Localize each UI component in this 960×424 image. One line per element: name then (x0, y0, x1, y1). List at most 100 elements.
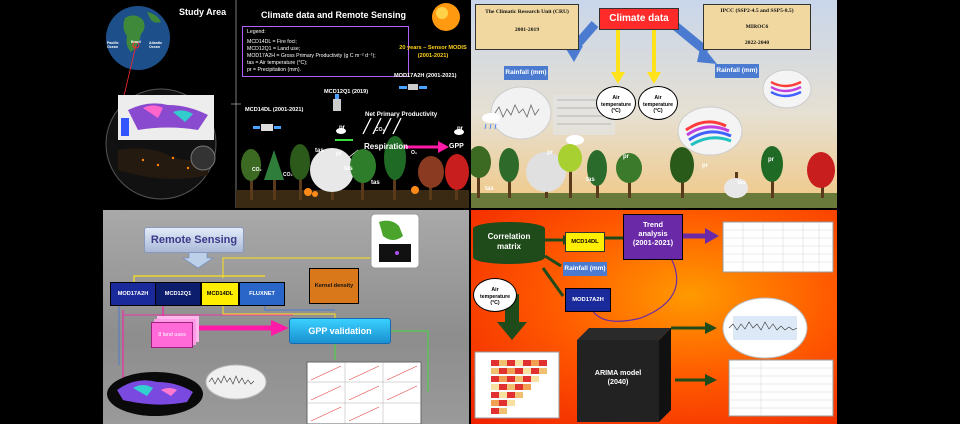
co2-label: CO₂ (375, 127, 385, 133)
gpp-label: GPP (449, 143, 464, 150)
cru-years: 2001-2019 (514, 27, 540, 33)
air-temperature-badge: Air temperature (°C) (638, 86, 678, 120)
panel-analysis: Correlation matrix MCD14DL Rainfall (mm)… (471, 210, 837, 424)
rainfall-box-ipcc: Rainfall (mm) (715, 64, 759, 78)
legend-line: MOD17A2H = Gross Primary Productivity (g… (247, 53, 376, 59)
globe-label-pacific: Pacific Ocean (107, 41, 119, 50)
legend-line: tas = Air temperature (°C); (247, 60, 308, 66)
air-unit: (°C) (653, 108, 663, 114)
respiration-label: Respiration (364, 142, 409, 151)
rainfall-box: Rainfall (mm) (563, 262, 607, 276)
tas-label: tas (485, 186, 494, 192)
trend-line3: (2001-2021) (632, 238, 674, 247)
ipcc-model: MIROC6 (745, 24, 769, 30)
arima-line1: ARIMA model (594, 368, 642, 377)
tree-icon (350, 149, 376, 200)
mcd14dl-box: MCD14DL (565, 232, 605, 252)
climate-rs-title: Climate data and Remote Sensing (261, 10, 407, 20)
cloud-icon (482, 113, 500, 123)
legend-line: pr = Precipitation (mm). (247, 67, 302, 73)
mcd14dl-box: MCD14DL (201, 282, 239, 306)
pr-label: pr (623, 154, 629, 160)
ipcc-box: IPCC (SSP2-4.5 and SSP5-8.5) MIROC6 2022… (703, 4, 811, 50)
tas-label: tas (371, 180, 380, 186)
pr-label: pr (457, 126, 463, 132)
tree-icon (445, 154, 469, 200)
air-temperature-badge: Air temperature (°C) (596, 86, 636, 120)
tree-icon (241, 149, 261, 200)
tas-label: tas (344, 166, 353, 172)
trend-analysis-box: Trend analysis (2001-2021) (623, 214, 683, 260)
tree-icon (558, 144, 582, 198)
tas-label: tas (315, 148, 324, 154)
tree-icon (587, 150, 607, 198)
arima-label: ARIMA model (2040) (577, 368, 659, 386)
modis-period: 20 years – Sensor MODIS (2001-2021) (399, 44, 467, 60)
cru-box: The Climatic Research Unit (CRU) 2001-20… (475, 4, 579, 50)
mod17-label: MOD17A2H (2001-2021) (394, 73, 457, 79)
correlation-line1: Correlation (487, 232, 531, 241)
cru-title: The Climatic Research Unit (CRU) (485, 9, 569, 15)
study-area-title: Study Area (179, 7, 227, 17)
gpp-timeseries-chart (205, 364, 267, 400)
co2-label: CO₂ (283, 172, 293, 178)
arima-line2: (2040) (607, 377, 629, 386)
rainfall-chart-ipcc (762, 69, 812, 109)
panel-climate-remote-sensing: Study Area Pacific Ocean Brazil Atlantic… (103, 0, 469, 208)
rainfall-chart-cru (490, 86, 552, 140)
panel-remote-sensing: Remote Sensing MOD17A2H MCD12Q1 MCD14DL … (103, 210, 469, 424)
tree-icon (264, 150, 284, 200)
air-line1: Air (654, 95, 662, 101)
remote-sensing-box: Remote Sensing (144, 227, 244, 253)
legend-line: MCD14DL = Fire foci; (247, 39, 297, 45)
legend-line: MCD12Q1 = Land use; (247, 46, 301, 52)
bl-graphics (107, 213, 429, 424)
air-unit: (°C) (611, 108, 621, 114)
npp-label: Net Primary Productivity (365, 111, 438, 118)
land-uses-stack: 8 land uses (151, 322, 193, 348)
air-line2: temperature (643, 101, 673, 108)
tree-icon (499, 148, 519, 198)
mod17a2h-box: MOD17A2H (565, 288, 611, 312)
climate-data-box: Climate data (599, 8, 679, 30)
mcd12q1-box: MCD12Q1 (155, 282, 201, 306)
globe-label-brazil: Brazil (131, 40, 141, 44)
tree-icon (761, 146, 783, 198)
legend-heading: Legend: (247, 29, 266, 35)
correlation-matrix-cylinder: Correlation matrix (473, 222, 545, 264)
br-graphics (474, 221, 834, 422)
tree-icon (670, 147, 694, 198)
globe-label-atlantic: Atlantic Ocean (149, 41, 163, 50)
tree-icon (310, 148, 354, 200)
air-line1: Air (612, 95, 620, 101)
trend-line2: analysis (638, 229, 668, 238)
mod17a2h-box: MOD17A2H (110, 282, 156, 306)
modis-line2: (2001-2021) (417, 53, 449, 59)
tree-icon (418, 156, 444, 200)
satellite-icon (399, 84, 427, 90)
mcd12-label: MCD12Q1 (2019) (324, 89, 369, 95)
tl-graphics (105, 0, 469, 208)
co2-label: CO₂ (252, 167, 262, 173)
arima-cube (577, 328, 671, 340)
gpp-validation-box: GPP validation (289, 318, 391, 344)
air-unit: (°C) (490, 300, 500, 306)
air-temperature-badge: Air temperature (°C) (473, 278, 517, 312)
pr-label: pr (336, 151, 342, 157)
pr-label: pr (547, 150, 553, 156)
rainfall-box-cru: Rainfall (mm) (504, 66, 548, 80)
tree-icon (384, 136, 406, 200)
trend-table (722, 221, 834, 273)
air-line2: temperature (601, 101, 631, 108)
cloud-icon (566, 135, 584, 145)
kernel-density-box: Kernel density (309, 268, 359, 304)
trend-line1: Trend (642, 220, 664, 229)
mcd14-label: MCD14DL (2001-2021) (245, 107, 304, 113)
tas-label: tas (586, 177, 595, 183)
pr-label: pr (768, 157, 774, 163)
panel-climate-data: The Climatic Research Unit (CRU) 2001-20… (471, 0, 837, 208)
pr-label: pr (702, 163, 708, 169)
ipcc-title: IPCC (SSP2-4.5 and SSP5-8.5) (720, 8, 794, 14)
satellite-icon (333, 94, 341, 111)
pr-label: pr (339, 125, 345, 131)
